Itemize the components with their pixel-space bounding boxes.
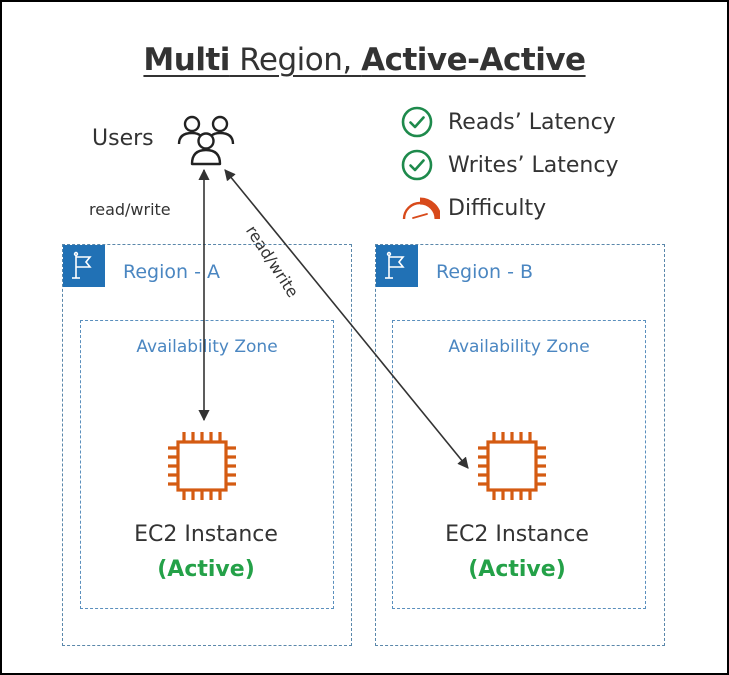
title-active-active: Active-Active [361,42,586,78]
region-flag-icon [376,245,418,287]
connection-label-region-a: read/write [89,200,171,219]
ec2-status-label: (Active) [468,557,566,582]
ec2-instance-label: EC2 Instance [445,522,589,547]
region-label: Region - A [123,261,220,283]
legend-label: Writes’ Latency [448,152,619,178]
legend-item-writes-latency: Writes’ Latency [400,148,619,182]
users-label: Users [92,126,154,151]
check-circle-icon [401,149,433,181]
legend-item-reads-latency: Reads’ Latency [400,105,616,139]
page-title: Multi Region, Active-Active [2,42,727,78]
ec2-chip-icon [168,432,236,500]
availability-zone-label: Availability Zone [136,337,278,357]
speedometer-icon [402,197,440,220]
ec2-instance-label: EC2 Instance [134,522,278,547]
availability-zone-label: Availability Zone [448,337,590,357]
title-region: Region, [229,42,362,78]
legend-label: Difficulty [448,195,547,221]
title-multi: Multi [143,42,230,78]
legend-item-difficulty: Difficulty [400,191,546,225]
region-flag-icon [63,245,105,287]
ec2-chip-icon [478,432,546,500]
check-circle-icon [401,106,433,138]
users-group-icon [177,115,235,166]
region-label: Region - B [436,261,534,283]
legend-label: Reads’ Latency [448,109,616,135]
ec2-status-label: (Active) [157,557,255,582]
